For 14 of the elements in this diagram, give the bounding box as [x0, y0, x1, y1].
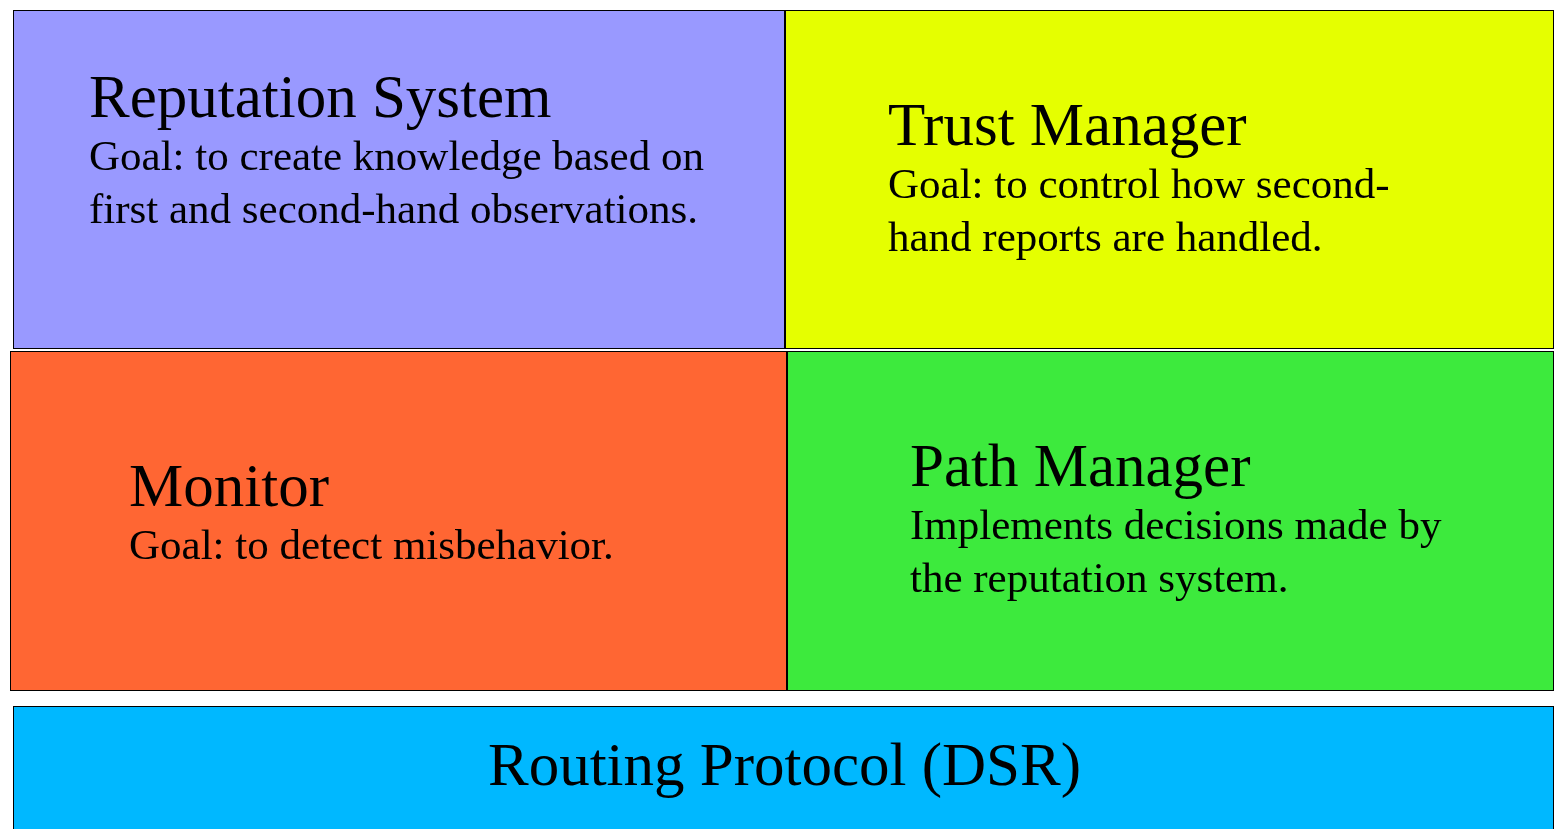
- layer-title: Trust Manager: [888, 91, 1247, 159]
- layer-box: [785, 10, 1554, 349]
- layer-title: Path Manager: [910, 432, 1251, 500]
- layer-box: [787, 351, 1554, 691]
- layer-title: Monitor: [129, 452, 329, 520]
- layer-description: Goal: to control how second-hand reports are handled.: [888, 159, 1391, 262]
- layer-box: [13, 706, 1554, 829]
- layer-box: [13, 10, 785, 349]
- layer-description: Goal: to detect misbehavior.: [129, 520, 614, 571]
- layer-title: Routing Protocol (DSR): [487, 731, 1082, 799]
- layer-box: [10, 351, 787, 691]
- layer-description: Goal: to create knowledge based on first and second-hand observations.: [89, 131, 705, 234]
- layer-title: Reputation System: [89, 63, 552, 131]
- layer-description: Implements decisions made by the reputation system.: [910, 500, 1443, 603]
